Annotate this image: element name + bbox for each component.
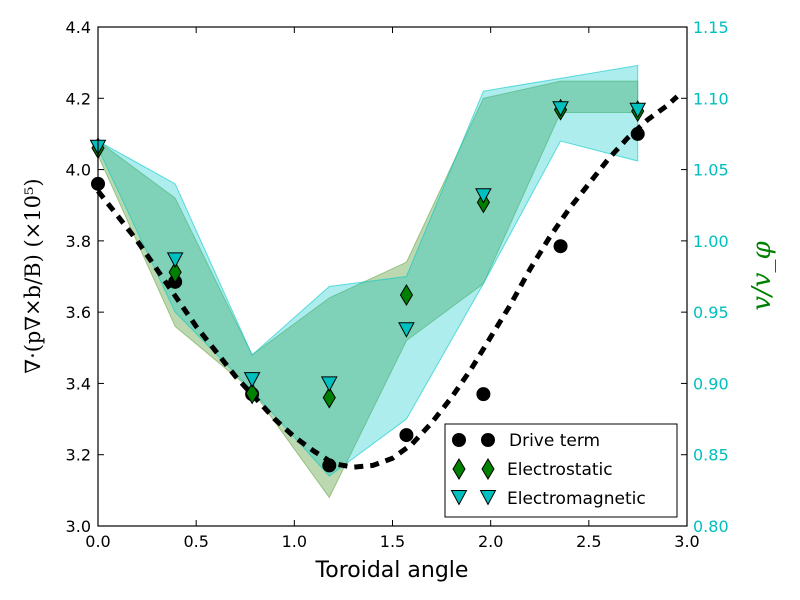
y-left-tick-label: 4.0 bbox=[66, 161, 91, 180]
y-left-tick-label: 3.8 bbox=[66, 232, 91, 251]
legend-markers bbox=[450, 433, 497, 506]
electromagnetic-point bbox=[166, 252, 184, 268]
x-axis-label: Toroidal angle bbox=[315, 558, 469, 583]
y-left-axis-ticks: 3.0 3.2 3.4 3.6 3.8 4.0 4.2 4.4 bbox=[66, 18, 104, 536]
y-left-tick-label: 3.4 bbox=[66, 374, 91, 393]
drive-term-point bbox=[553, 239, 568, 254]
drive-term-point bbox=[476, 387, 491, 402]
y-right-axis-label-text: v/v_φ bbox=[747, 241, 777, 311]
drive-term-curve bbox=[96, 94, 679, 470]
y-left-tick-label: 3.2 bbox=[66, 446, 91, 465]
legend: Drive term Electrostatic Electromagnetic bbox=[444, 423, 678, 518]
electrostatic-point bbox=[168, 261, 182, 284]
electromagnetic-point bbox=[552, 101, 569, 117]
electrostatic-point bbox=[245, 382, 259, 405]
y-right-tick-label: 0.80 bbox=[693, 517, 729, 536]
x-tick-label: 3.0 bbox=[674, 532, 699, 551]
y-right-tick-label: 1.15 bbox=[693, 18, 729, 37]
x-tick-label: 2.0 bbox=[478, 532, 503, 551]
electromagnetic-point bbox=[475, 188, 492, 204]
drive-term-point bbox=[322, 458, 337, 473]
y-left-axis-label-text: ∇·(p∇×b/B) (×10⁵) bbox=[21, 178, 45, 373]
y-right-tick-label: 1.10 bbox=[693, 89, 729, 108]
y-right-tick-label: 0.90 bbox=[693, 374, 729, 393]
x-tick-label: 1.0 bbox=[282, 532, 307, 551]
electromagnetic-point bbox=[629, 102, 647, 119]
drive-term-point bbox=[630, 126, 645, 141]
x-tick-label: 0.0 bbox=[85, 532, 110, 551]
electromagnetic-point bbox=[320, 376, 338, 392]
y-left-tick-label: 4.2 bbox=[66, 89, 91, 108]
drive-curve-layer bbox=[96, 94, 679, 470]
legend-marker-drive-1 bbox=[452, 433, 466, 447]
electromagnetic-point bbox=[398, 322, 415, 338]
y-right-tick-label: 0.85 bbox=[693, 446, 729, 465]
y-right-tick-label: 1.05 bbox=[693, 161, 729, 180]
legend-marker-electromagnetic-2 bbox=[479, 490, 497, 506]
legend-marker-electromagnetic-1 bbox=[450, 490, 468, 506]
x-tick-label: 0.5 bbox=[183, 532, 208, 551]
electrostatic-point bbox=[399, 284, 414, 307]
legend-marker-electrostatic-2 bbox=[481, 458, 495, 480]
y-right-axis-ticks: 0.80 0.85 0.90 0.95 1.00 1.05 1.10 1.15 bbox=[681, 18, 729, 536]
data-points-layer bbox=[89, 98, 647, 473]
electrostatic-point bbox=[322, 386, 336, 409]
y-right-tick-label: 0.95 bbox=[693, 303, 729, 322]
y-left-axis-label: ∇·(p∇×b/B) (×10⁵) bbox=[21, 178, 45, 373]
y-right-tick-label: 1.00 bbox=[693, 232, 729, 251]
electromagnetic-point bbox=[243, 372, 261, 388]
x-tick-label: 1.5 bbox=[380, 532, 405, 551]
legend-marker-electrostatic-1 bbox=[452, 458, 466, 480]
y-right-axis-label: v/v_φ bbox=[747, 241, 777, 311]
legend-marker-drive-2 bbox=[481, 433, 495, 447]
y-left-tick-label: 4.4 bbox=[66, 18, 91, 37]
legend-label-electrostatic: Electrostatic bbox=[507, 460, 613, 480]
y-left-tick-label: 3.6 bbox=[66, 303, 91, 322]
legend-label-electromagnetic: Electromagnetic bbox=[507, 489, 646, 509]
x-tick-label: 2.5 bbox=[576, 532, 601, 551]
legend-label-drive: Drive term bbox=[509, 431, 600, 451]
y-left-tick-label: 3.0 bbox=[66, 517, 91, 536]
drive-term-point bbox=[399, 428, 414, 443]
x-axis-ticks: 0.0 0.5 1.0 1.5 2.0 2.5 3.0 bbox=[85, 27, 700, 551]
